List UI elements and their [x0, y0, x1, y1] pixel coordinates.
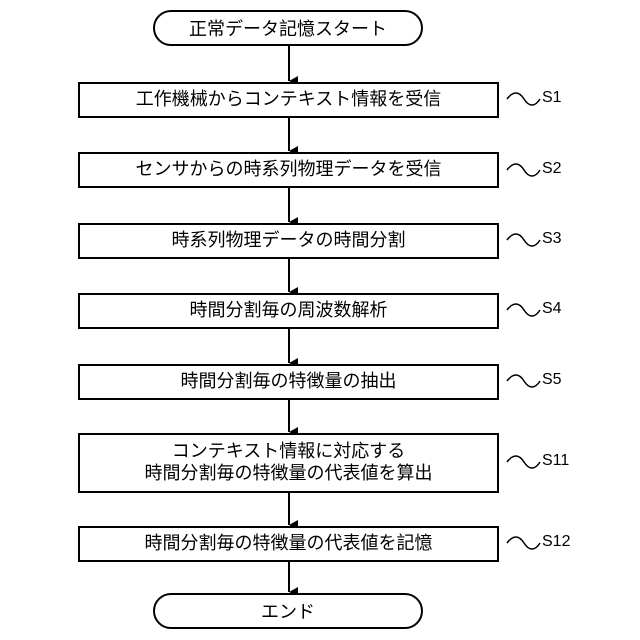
leader-s2 — [507, 164, 540, 176]
step-s11-label: S11 — [542, 452, 569, 470]
end-terminal: エンド — [153, 593, 423, 629]
leader-s12 — [507, 537, 540, 549]
start-terminal: 正常データ記憶スタート — [153, 10, 423, 46]
step-s5-label: S5 — [542, 371, 562, 389]
step-s2-text: センサからの時系列物理データを受信 — [136, 159, 442, 182]
leader-s3 — [507, 234, 540, 246]
step-s4-label: S4 — [542, 300, 562, 318]
step-s12-label: S12 — [542, 533, 570, 551]
start-label: 正常データ記憶スタート — [189, 15, 387, 41]
step-s3-label: S3 — [542, 230, 562, 248]
step-s12-text: 時間分割毎の特徴量の代表値を記憶 — [145, 533, 433, 556]
step-s11-text-line1: コンテキスト情報に対応する — [172, 441, 405, 464]
step-s5-text: 時間分割毎の特徴量の抽出 — [181, 371, 397, 394]
leader-s1 — [507, 93, 540, 105]
step-s1-label: S1 — [542, 89, 562, 107]
leader-s11 — [507, 456, 540, 468]
step-s2-box: センサからの時系列物理データを受信 — [78, 152, 499, 188]
end-label: エンド — [261, 598, 315, 624]
step-s2-label: S2 — [542, 160, 562, 178]
leader-s5 — [507, 375, 540, 387]
step-s12-box: 時間分割毎の特徴量の代表値を記憶 — [78, 526, 499, 562]
step-s3-text: 時系列物理データの時間分割 — [172, 230, 406, 253]
step-s4-box: 時間分割毎の周波数解析 — [78, 293, 499, 329]
step-s11-box: コンテキスト情報に対応する 時間分割毎の特徴量の代表値を算出 — [78, 433, 499, 493]
leader-s4 — [507, 304, 540, 316]
step-s5-box: 時間分割毎の特徴量の抽出 — [78, 364, 499, 400]
step-s11-text-line2: 時間分割毎の特徴量の代表値を算出 — [145, 463, 433, 486]
step-s4-text: 時間分割毎の周波数解析 — [190, 300, 388, 323]
step-s1-text: 工作機械からコンテキスト情報を受信 — [136, 89, 441, 112]
step-s1-box: 工作機械からコンテキスト情報を受信 — [78, 82, 499, 118]
step-s3-box: 時系列物理データの時間分割 — [78, 223, 499, 259]
